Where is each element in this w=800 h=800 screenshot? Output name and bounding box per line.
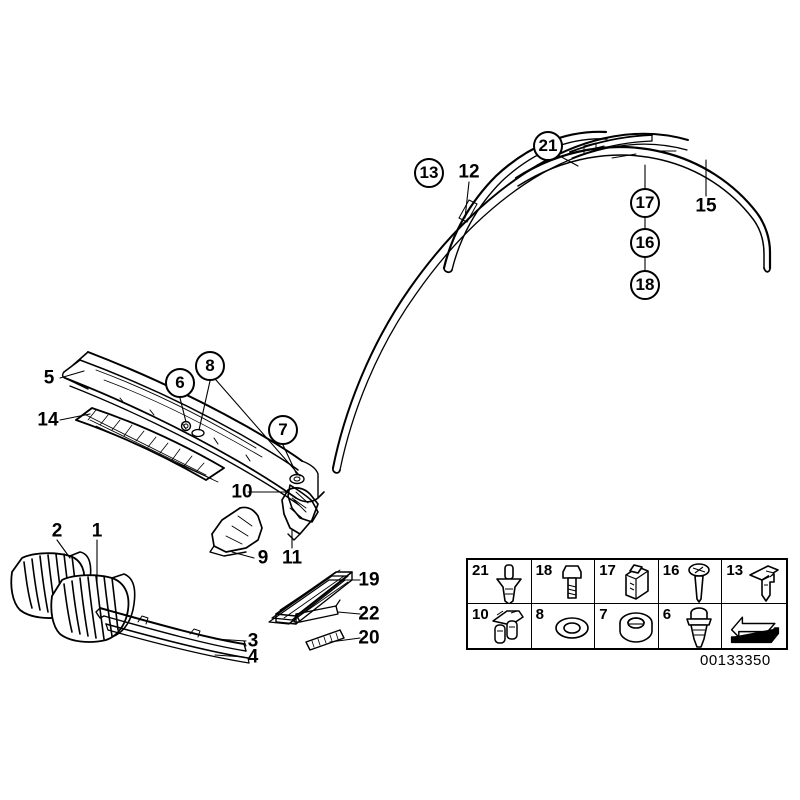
part-12-roof-rail: [442, 130, 608, 274]
legend-cell-13: 13: [722, 560, 786, 604]
fastener-legend-table: 21 18 17 16 13 10 8 7 6: [466, 558, 788, 650]
part-19-trim-bundle: [268, 569, 353, 625]
square-clip-nut-icon: [616, 561, 656, 603]
callout-22: 22: [358, 603, 380, 625]
legend-cell-6: 6: [659, 604, 723, 648]
callout-13: 13: [414, 158, 444, 188]
legend-cell-number: 7: [599, 606, 608, 623]
legend-cell-arrow: [722, 604, 786, 648]
callout-11: 11: [281, 547, 303, 569]
legend-cell-number: 8: [535, 606, 544, 623]
expanding-rivet-icon: [489, 561, 529, 603]
legend-cell-8: 8: [532, 604, 596, 648]
diagram-id: 00133350: [700, 652, 771, 669]
part-3-lower-molding: [95, 607, 247, 652]
wedge-clip-icon: [744, 561, 784, 603]
flat-grommet-icon: [552, 605, 592, 648]
callout-1: 1: [91, 520, 103, 542]
part-22-bent-clip: [293, 599, 341, 623]
callout-7: 7: [268, 415, 298, 445]
callout-8: 8: [195, 351, 225, 381]
pan-head-screw-icon: [679, 561, 719, 603]
part-9-lower-bracket: [209, 506, 263, 557]
push-rivet-icon: [679, 605, 719, 648]
leader-lines: [56, 153, 707, 658]
legend-cell-18: 18: [531, 560, 596, 604]
hex-head-bolt-icon: [552, 561, 592, 603]
legend-cell-17: 17: [595, 560, 659, 604]
callout-18: 18: [630, 270, 660, 300]
callout-4: 4: [247, 646, 259, 668]
part-15-roof-trim-outer: [514, 145, 772, 273]
callout-9: 9: [257, 547, 269, 569]
callout-16: 16: [630, 228, 660, 258]
part-4-lower-molding-strip: [105, 623, 250, 664]
legend-cell-number: 17: [599, 562, 616, 579]
part-11-side-wedge: [281, 487, 319, 541]
callout-5: 5: [43, 367, 55, 389]
legend-cell-16: 16: [658, 560, 723, 604]
callout-3: 3: [247, 630, 259, 652]
callout-14: 14: [37, 409, 59, 431]
arrow-direction-icon: [728, 610, 782, 648]
legend-cell-number: 16: [662, 562, 680, 579]
callout-12: 12: [458, 161, 480, 183]
part-1-right-kidney-grille: [50, 573, 136, 643]
legend-cell-10: 10: [468, 604, 532, 648]
double-plug-clip-icon: [489, 605, 529, 648]
part-20-ribbed-strip: [305, 629, 345, 651]
callout-20: 20: [358, 627, 380, 649]
legend-cell-number: 21: [472, 562, 489, 579]
callout-19: 19: [358, 569, 380, 591]
legend-cell-21: 21: [468, 560, 532, 604]
callout-10: 10: [231, 481, 253, 503]
legend-cell-number: 13: [726, 562, 744, 579]
callout-17: 17: [630, 188, 660, 218]
legend-cell-7: 7: [595, 604, 659, 648]
callout-6: 6: [165, 368, 195, 398]
callout-2: 2: [51, 520, 63, 542]
part-13-roof-rail-lower: [332, 132, 689, 474]
legend-cell-number: 6: [662, 606, 672, 623]
part-14-cowl-grille: [75, 407, 225, 483]
round-grommet-icon: [616, 605, 656, 648]
callout-15: 15: [695, 195, 717, 217]
legend-cell-number: 18: [535, 562, 553, 579]
callout-21: 21: [533, 131, 563, 161]
legend-cell-number: 10: [472, 606, 489, 623]
